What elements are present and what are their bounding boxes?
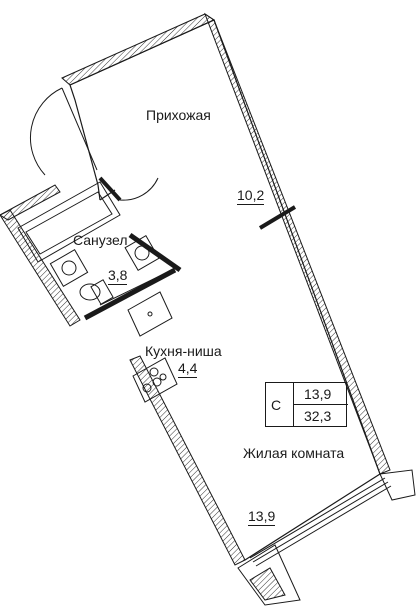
- living-room-label: Жилая комната: [243, 445, 345, 461]
- legend-divider-horizontal: [293, 404, 348, 405]
- hallway-area: 10,2: [237, 187, 265, 205]
- kitchen-label: Кухня-ниша: [145, 343, 222, 359]
- bathtub-icon: [17, 181, 121, 263]
- kitchen-counter: [99, 269, 178, 403]
- area-legend: С 13,9 32,3: [265, 382, 348, 427]
- toilet-icon: [79, 279, 114, 305]
- entrance-door: [29, 87, 98, 176]
- legend-total-area: 32,3: [304, 408, 332, 424]
- exterior-wall: [0, 12, 391, 566]
- bathroom-area: 3,8: [108, 267, 128, 285]
- washing-machine-icon: [124, 235, 160, 271]
- bathroom-sink-icon: [49, 249, 89, 287]
- balcony-hatch: [249, 567, 286, 601]
- balcony: [237, 469, 416, 606]
- balcony-area: 13,9: [248, 508, 276, 526]
- kitchen-area: 4,4: [178, 360, 198, 378]
- hallway-label: Прихожая: [146, 107, 211, 123]
- bathroom-label: Санузел: [73, 232, 128, 248]
- room-outline: [69, 19, 381, 561]
- legend-type-letter: С: [271, 397, 282, 413]
- legend-living-area: 13,9: [304, 386, 332, 402]
